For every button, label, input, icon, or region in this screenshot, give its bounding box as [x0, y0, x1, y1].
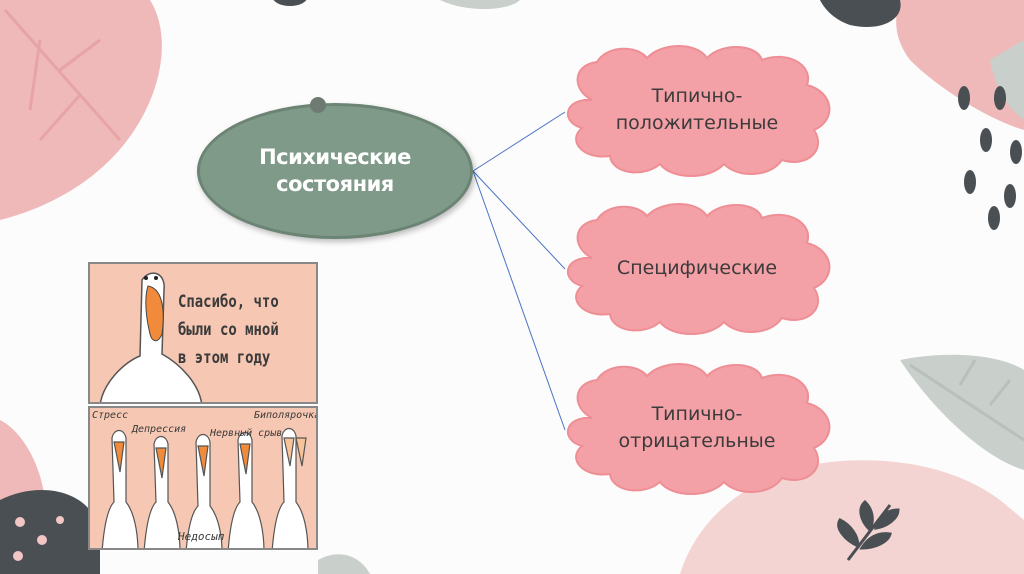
cloud-specific: Специфические	[552, 198, 842, 338]
cloud1-line-2: положительные	[615, 112, 779, 134]
fern-bottom-right	[837, 499, 900, 561]
center-line-1: Психические	[259, 145, 411, 169]
cloud2-line-1: Специфические	[616, 256, 778, 279]
label-sleep-deprivation: Недосып	[178, 530, 225, 543]
caption-line-1: Спасибо, что	[178, 292, 279, 312]
cloud3-line-2: отрицательные	[618, 430, 776, 452]
cloud-typical-negative: Типично-отрицательные	[552, 358, 842, 498]
cloud-shape	[566, 203, 831, 335]
connector-top	[472, 111, 566, 172]
cloud-typical-negative-text: Типично-отрицательные	[552, 358, 842, 498]
connector-bottom	[472, 170, 566, 431]
pink-leaf-top-right	[896, 0, 1024, 130]
caption-line-2: были со мной	[178, 320, 279, 340]
goose-illustration	[99, 272, 203, 402]
cloud3-line-1: Типично-	[651, 403, 743, 425]
grey-blob-bottom-left	[0, 490, 100, 574]
comic-top-caption: Спасибо, что были со мной в этом году	[178, 288, 291, 372]
pink-leaf-top-left	[0, 0, 162, 220]
cloud-specific-text: Специфические	[552, 198, 842, 338]
comic-top-panel: Спасибо, что были со мной в этом году	[88, 262, 318, 404]
center-oval	[197, 103, 473, 239]
geese-group-illustration	[101, 427, 309, 548]
center-label: Психические состояния	[259, 144, 411, 198]
cloud-typical-positive-text: Типично-положительные	[552, 40, 842, 180]
center-node: Психические состояния	[197, 103, 473, 239]
cloud-typical-positive: Типично-положительные	[552, 40, 842, 180]
comic-bottom-panel: Стресс Депрессия Нервный срыв Биполярочк…	[88, 406, 318, 550]
dark-dots	[958, 86, 1022, 230]
label-stress: Стресс	[92, 410, 129, 421]
caption-line-3: в этом году	[178, 348, 271, 368]
label-bipolar: Биполярочка	[254, 410, 318, 421]
label-depression: Депрессия	[132, 424, 187, 435]
label-nervous-breakdown: Нервный срыв	[210, 428, 283, 439]
connector-middle	[472, 170, 566, 270]
cloud-shape	[566, 363, 831, 495]
connector-lines	[472, 111, 566, 431]
cloud-shape	[566, 45, 831, 177]
center-line-2: состояния	[276, 172, 394, 196]
grey-leaf-right	[900, 354, 1024, 470]
comic-meme-image: Спасибо, что были со мной в этом году	[88, 262, 318, 550]
pin-dot	[310, 97, 326, 113]
cloud1-line-1: Типично-	[651, 85, 743, 107]
